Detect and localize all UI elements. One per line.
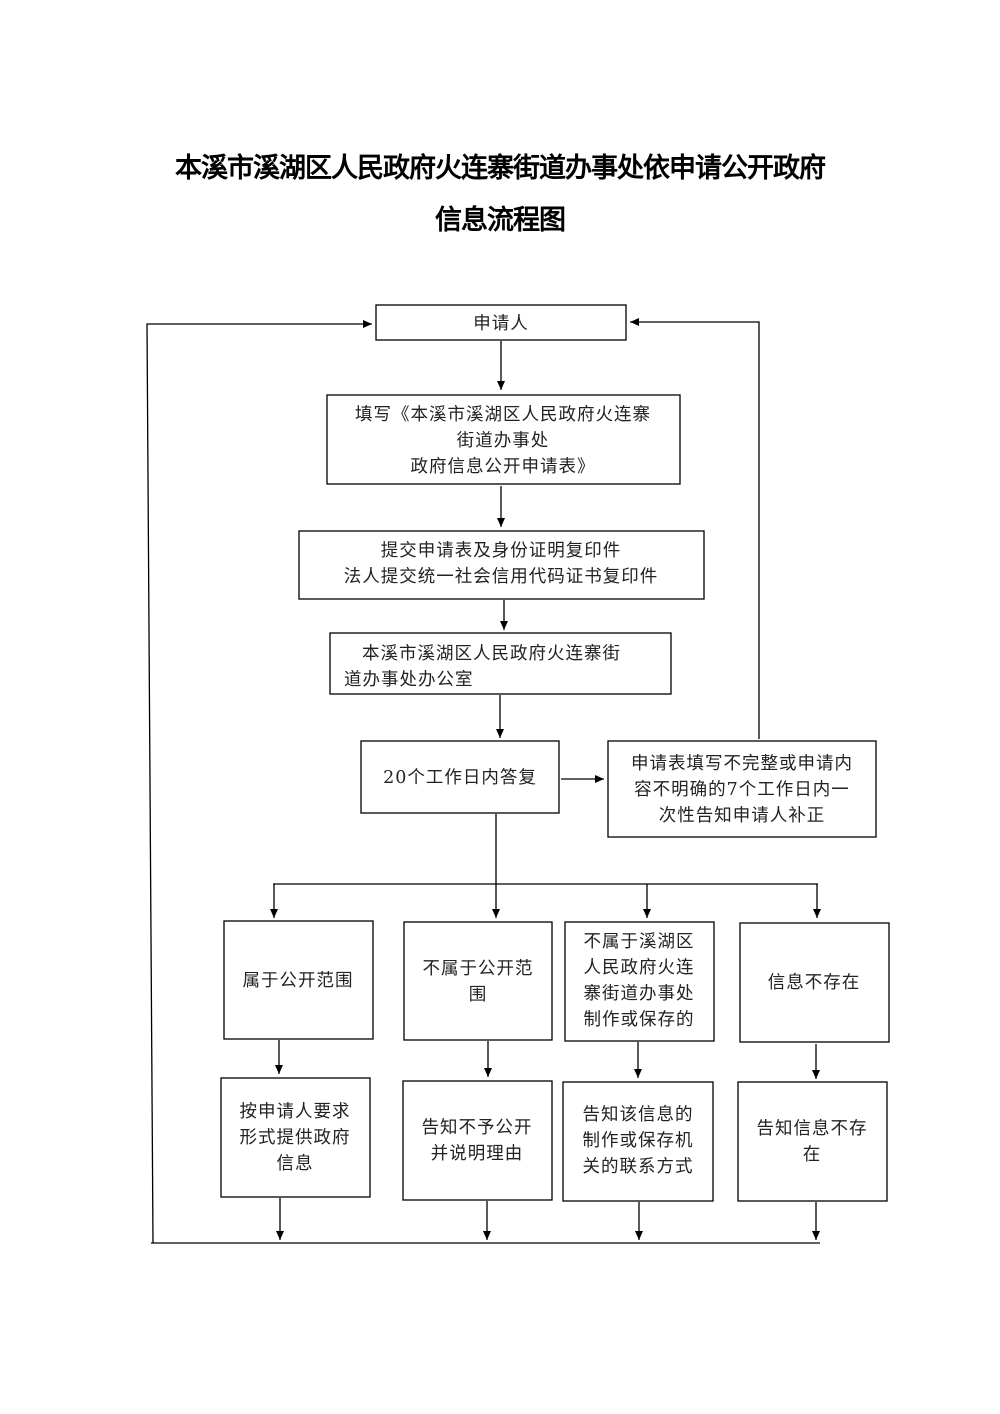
node-text-line: 制作或保存的	[584, 1010, 695, 1030]
provide-node-text: 按申请人要求形式提供政府信息	[240, 1102, 351, 1174]
fill-form-node: 填写《本溪市溪湖区人民政府火连寨街道办事处政府信息公开申请表》	[326, 394, 681, 485]
notify-not-public-node-text: 告知不予公开并说明理由	[422, 1118, 533, 1164]
node-text-line: 信息	[277, 1154, 314, 1174]
public-scope-node: 属于公开范围	[223, 920, 374, 1040]
node-text-line: 制作或保存机	[583, 1131, 694, 1151]
not-ours-node-text: 不属于溪湖区人民政府火连寨街道办事处制作或保存的	[584, 932, 695, 1030]
submit-node-text: 提交申请表及身份证明复印件法人提交统一社会信用代码证书复印件	[344, 541, 659, 587]
node-text-line: 申请表填写不完整或申请内	[631, 754, 853, 774]
node-text-line: 告知信息不存	[757, 1119, 868, 1139]
node-text-line: 道办事处办公室	[344, 670, 474, 690]
page-title-line-2: 信息流程图	[435, 205, 566, 236]
node-text-line: 围	[469, 985, 488, 1005]
node-text-line: 容不明确的7个工作日内一	[634, 780, 850, 800]
notify-not-public-node: 告知不予公开并说明理由	[402, 1080, 553, 1201]
node-text-line: 本溪市溪湖区人民政府火连寨街	[362, 644, 621, 664]
node-text-line: 次性告知申请人补正	[659, 806, 826, 826]
node-text-line: 并说明理由	[431, 1144, 524, 1164]
node-text-line: 属于公开范围	[243, 971, 354, 991]
not-exist-node: 信息不存在	[739, 922, 890, 1043]
reply-node: 20个工作日内答复	[360, 740, 560, 814]
not-exist-node-text: 信息不存在	[768, 973, 861, 993]
connectors	[146, 318, 821, 1244]
public-scope-node-text: 属于公开范围	[243, 971, 354, 991]
node-text-line: 提交申请表及身份证明复印件	[381, 541, 622, 561]
node-text-line: 告知不予公开	[422, 1118, 533, 1138]
notify-not-exist-node-text: 告知信息不存在	[757, 1119, 868, 1165]
page-title-line-1: 本溪市溪湖区人民政府火连寨街道办事处依申请公开政府	[175, 153, 826, 184]
not-public-node-text: 不属于公开范围	[423, 959, 534, 1005]
node-text-line: 信息不存在	[768, 973, 861, 993]
node-text-line: 申请人	[473, 314, 529, 334]
node-text-line: 不属于溪湖区	[584, 932, 695, 952]
applicant-node: 申请人	[375, 304, 627, 341]
node-text-line: 20个工作日内答复	[383, 768, 537, 788]
node-text-line: 政府信息公开申请表》	[411, 457, 596, 477]
arrow-incomplete-back-to-applicant	[630, 318, 760, 739]
node-text-line: 人民政府火连	[584, 958, 695, 978]
node-text-line: 在	[803, 1145, 822, 1165]
node-text-line: 不属于公开范	[423, 959, 534, 979]
not-ours-node: 不属于溪湖区人民政府火连寨街道办事处制作或保存的	[564, 921, 715, 1042]
office-node-text: 本溪市溪湖区人民政府火连寨街道办事处办公室	[344, 644, 621, 690]
node-text-line: 法人提交统一社会信用代码证书复印件	[344, 567, 659, 587]
arrow-return-to-applicant	[146, 320, 372, 1244]
submit-node: 提交申请表及身份证明复印件法人提交统一社会信用代码证书复印件	[298, 530, 705, 600]
incomplete-node-text: 申请表填写不完整或申请内容不明确的7个工作日内一次性告知申请人补正	[631, 754, 853, 826]
incomplete-node: 申请表填写不完整或申请内容不明确的7个工作日内一次性告知申请人补正	[607, 740, 877, 838]
node-text-line: 告知该信息的	[583, 1105, 694, 1125]
fill-form-node-text: 填写《本溪市溪湖区人民政府火连寨街道办事处政府信息公开申请表》	[355, 405, 651, 477]
node-text-line: 填写《本溪市溪湖区人民政府火连寨	[355, 405, 651, 425]
node-text-line: 关的联系方式	[583, 1157, 694, 1177]
applicant-node-text: 申请人	[473, 314, 529, 334]
node-text-line: 街道办事处	[457, 431, 550, 451]
node-text-line: 按申请人要求	[240, 1102, 351, 1122]
not-public-node: 不属于公开范围	[403, 921, 553, 1041]
notify-contact-node: 告知该信息的制作或保存机关的联系方式	[562, 1081, 714, 1202]
reply-node-text: 20个工作日内答复	[383, 768, 537, 788]
provide-node: 按申请人要求形式提供政府信息	[220, 1077, 371, 1198]
notify-not-exist-node: 告知信息不存在	[737, 1081, 888, 1202]
notify-contact-node-text: 告知该信息的制作或保存机关的联系方式	[583, 1105, 694, 1177]
office-node: 本溪市溪湖区人民政府火连寨街道办事处办公室	[329, 632, 672, 695]
node-text-line: 形式提供政府	[240, 1128, 351, 1148]
node-text-line: 寨街道办事处	[584, 984, 695, 1004]
